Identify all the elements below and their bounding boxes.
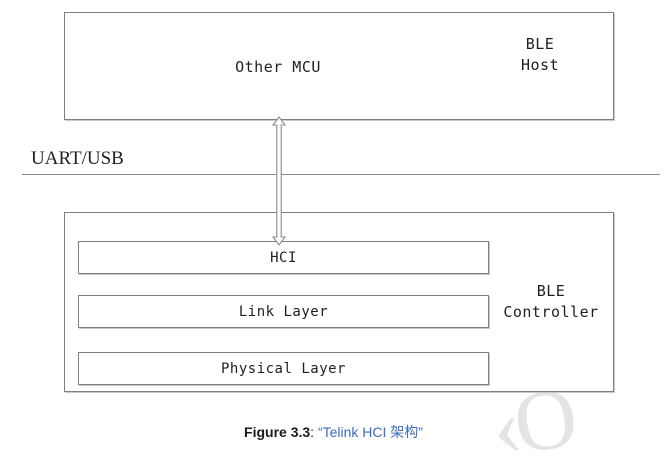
ble-host-label: BLE Host: [520, 35, 560, 74]
bidirectional-arrow-icon: [268, 116, 290, 246]
layer-label-physical-layer: Physical Layer: [220, 360, 346, 377]
ble-controller-label: BLE Controller: [503, 282, 599, 321]
caption-separator: :: [310, 424, 318, 440]
layer-box-physical-layer: Physical Layer: [78, 352, 489, 385]
layer-box-hci: HCI: [78, 241, 489, 274]
layer-label-hci: HCI: [270, 249, 297, 266]
layer-label-link-layer: Link Layer: [238, 303, 329, 320]
uart-usb-label: UART/USB: [31, 148, 124, 169]
caption-figure-number: Figure 3.3: [244, 424, 311, 440]
figure-diagram: ‹O Other MCU BLE Host UART/USB HCI Link …: [0, 12, 667, 475]
other-mcu-label: Other MCU: [235, 58, 321, 76]
uart-usb-divider-line: [22, 174, 660, 175]
caption-title-text: “Telink HCI 架构”: [317, 424, 423, 440]
figure-caption: Figure 3.3: “Telink HCI 架构”: [0, 422, 667, 442]
host-container-box: [64, 12, 614, 120]
controller-container-box: HCI Link Layer Physical Layer: [64, 212, 614, 392]
layer-box-link-layer: Link Layer: [78, 295, 489, 328]
